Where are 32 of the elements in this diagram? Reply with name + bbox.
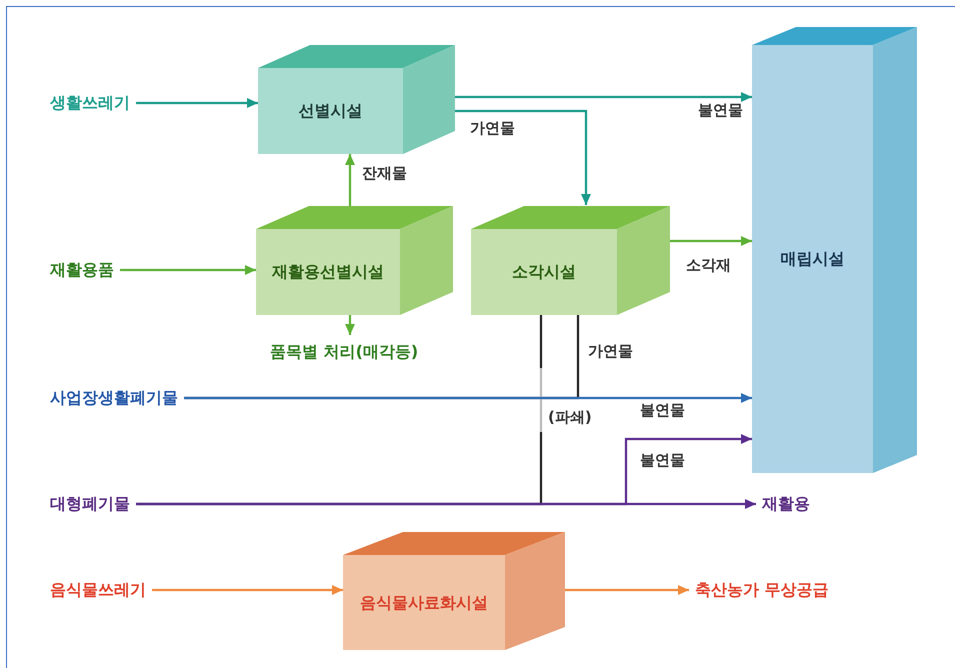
arrow [152,585,343,595]
facility-name: 선별시설 [298,101,362,121]
arrow [670,236,752,246]
arrow [455,110,591,205]
waste-label: 축산농가 무상공급 [695,580,829,600]
waste-label: 생활쓰레기 [50,93,130,113]
waste-label: 대형폐기물 [50,494,130,514]
arrow [184,393,752,403]
arrow [120,265,256,275]
edge-label: 불연물 [640,401,685,419]
arrow [136,434,752,506]
edge-label: 가연물 [470,119,515,137]
arrow [455,92,752,102]
edge-label: 불연물 [640,451,685,469]
edge-label: 소각재 [686,256,731,274]
facility-name: 음식물사료화시설 [360,592,488,612]
waste-label: 재활용품 [50,260,114,280]
facility-name: 소각시설 [512,262,576,282]
waste-label: 재활용 [762,494,810,514]
arrow [565,585,689,595]
waste-label: 품목별 처리(매각등) [270,342,418,362]
edge-label: 불연물 [698,101,743,119]
edge-label: 가연물 [588,342,633,360]
facility-name: 매립시설 [780,249,844,269]
waste-label: 음식물쓰레기 [50,580,146,600]
waste-label: 사업장생활폐기물 [50,388,178,408]
edge-label: (파쇄) [548,408,592,426]
arrow [345,315,355,335]
arrow [136,98,258,108]
arrow [345,154,355,206]
edge-label: 잔재물 [362,164,407,182]
facility-name: 재활용선별시설 [272,262,384,282]
